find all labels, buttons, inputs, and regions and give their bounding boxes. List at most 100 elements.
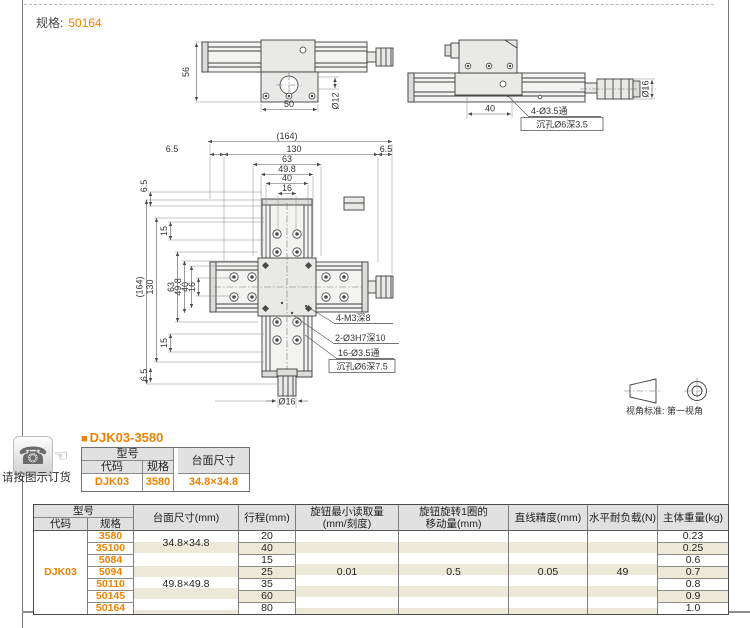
page-border-right (728, 0, 729, 611)
y-knob (277, 375, 297, 397)
cell-spec: 3580 (88, 531, 134, 543)
dim-label: 40 (282, 173, 292, 183)
dim-label: 130 (286, 144, 301, 154)
lock-clamp (343, 196, 365, 211)
header-weight: 主体重量(kg) (658, 505, 728, 531)
cell-travel: 60 (239, 591, 296, 603)
pin-hole-note: 2-Ø3H7深10 (335, 333, 386, 343)
dim-label: 50 (284, 99, 294, 109)
cell-travel: 25 (239, 567, 296, 579)
dim-label: 6.5 (139, 369, 149, 382)
dim-label: (164) (135, 276, 145, 297)
cell-travel: 40 (239, 543, 296, 555)
table-row: 50164 80 1.0 (34, 603, 728, 614)
cell-spec: 5084 (88, 555, 134, 567)
spec-value: 50164 (68, 16, 102, 30)
dim-label: 40 (485, 104, 495, 114)
drill-note: 4-Ø3.5通 (531, 106, 568, 116)
cell-weight: 0.8 (658, 579, 728, 591)
cell-min-reading: 0.01 (296, 531, 399, 614)
carriage (260, 39, 316, 73)
cell-code: DJK03 (82, 474, 143, 491)
view-standard-label: 视角标准: 第一视角 (626, 405, 703, 416)
cell-per-turn: 0.5 (399, 531, 509, 614)
tap-note: 4-M3深8 (336, 313, 371, 323)
knob (375, 47, 394, 67)
table-row: DJK03 3580 34.8×34.8 (82, 474, 249, 491)
header-accuracy: 直线精度(mm) (509, 505, 588, 531)
cell-weight: 0.6 (658, 555, 728, 567)
top-divider (24, 4, 714, 5)
page-border-left (22, 0, 23, 628)
table-row: 型号 台面尺寸 (82, 448, 249, 491)
dim-label: 6.5 (166, 144, 179, 154)
table-header-row: 代码 规格 (34, 518, 728, 531)
header-spec: 规格 (88, 518, 134, 531)
product-mini-table: 型号 台面尺寸 代码 规格 DJK03 3580 34.8×34.8 (81, 447, 250, 492)
side-view: 40 Ø16 4-Ø3.5通 沉孔Ø6深3.5 (407, 39, 656, 131)
table-row: 35100 40 0.25 (34, 543, 728, 555)
cell-spec: 5094 (88, 567, 134, 579)
header-per-turn: 旋钮旋转1圈的移动量(mm) (399, 505, 509, 531)
dim-label: Ø12 (331, 92, 341, 109)
dim-label: 6.5 (139, 180, 149, 193)
header-model: 型号 (34, 505, 134, 518)
counterbore-holes (229, 229, 349, 345)
cell-travel: 80 (239, 603, 296, 614)
header-min-reading: 旋钮最小读取量(mm/刻度) (296, 505, 399, 531)
cell-code: DJK03 (34, 531, 88, 614)
header-code: 代码 (82, 461, 143, 474)
cell-spec: 3580 (143, 474, 174, 491)
spec-table: 型号 台面尺寸(mm) 行程(mm) 旋钮最小读取量(mm/刻度) 旋钮旋转1圈… (33, 504, 729, 615)
dim-label: 15 (159, 338, 169, 348)
carriage (454, 72, 523, 96)
table-row: DJK03 3580 34.8×34.8 20 0.01 0.5 0.05 49… (34, 531, 728, 614)
header-spec: 规格 (143, 461, 174, 474)
table-row: 50110 35 0.8 (34, 579, 728, 591)
x-knob (375, 275, 394, 299)
dim-label: 63 (166, 282, 176, 292)
order-note: 请按图示订货 (2, 472, 71, 484)
technical-drawing: 56 50 Ø12 40 (135, 39, 710, 416)
header-size: 台面尺寸(mm) (134, 505, 239, 531)
cell-accuracy: 0.05 (509, 531, 588, 614)
dim-label: Ø16 (278, 397, 295, 407)
dim-label: 130 (145, 279, 155, 294)
frustum-icon (629, 378, 657, 404)
dim-label: 63 (282, 154, 292, 164)
spacer (174, 448, 178, 491)
table-row: 代码 规格 (82, 461, 249, 474)
cell-weight: 0.9 (658, 591, 728, 603)
cell-size: 34.8×34.8 (134, 531, 239, 555)
cell-spec: 35100 (88, 543, 134, 555)
title-bullet: ■ (81, 433, 88, 445)
cell-load: 49 (588, 531, 658, 614)
cell-weight: 0.23 (658, 531, 728, 543)
cell-spec: 50110 (88, 579, 134, 591)
cell-travel: 15 (239, 555, 296, 567)
cell-weight: 0.7 (658, 567, 728, 579)
view-standard-symbol: 视角标准: 第一视角 (624, 378, 710, 416)
header-size: 台面尺寸 (178, 448, 249, 474)
cell-size: 34.8×34.8 (188, 476, 239, 488)
dim-label: 40 (180, 282, 190, 292)
plan-view: (164) 6.5 130 6.5 63 49.8 40 16 (164) 13… (135, 131, 399, 408)
header-travel: 行程(mm) (239, 505, 296, 531)
dim-label: 56 (181, 67, 191, 77)
spec-line: 规格:50164 (36, 14, 102, 31)
cell-travel: 35 (239, 579, 296, 591)
front-view: 56 50 Ø12 (181, 39, 394, 112)
counterbore-note: 沉孔Ø6深7.5 (336, 362, 388, 372)
table-row: 5094 25 0.7 (34, 567, 728, 579)
dim-label: (164) (276, 131, 297, 141)
dim-label: 15 (159, 226, 169, 236)
dim-label: 6.5 (380, 144, 393, 154)
cell-spec: 50145 (88, 591, 134, 603)
dim-label: Ø16 (641, 80, 651, 97)
drill-note: 16-Ø3.5通 (338, 348, 380, 358)
product-title: ■DJK03-3580 (81, 430, 164, 445)
dim-label: 16 (187, 282, 197, 292)
cell-size: 49.8×49.8 (134, 555, 239, 614)
hand-pointer-icon: ☜ (54, 448, 69, 465)
